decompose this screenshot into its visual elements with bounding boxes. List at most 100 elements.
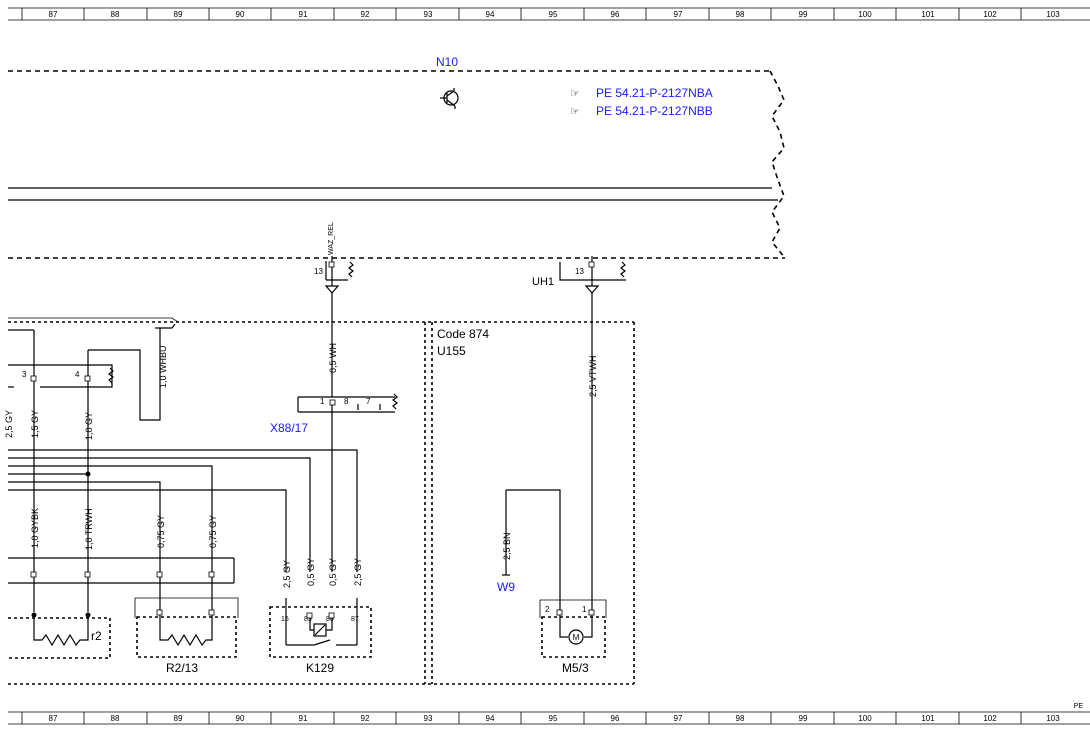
bus-lines <box>8 449 358 572</box>
ruler-bottom-102: 102 <box>983 714 997 723</box>
ruler-top-96: 96 <box>611 10 620 19</box>
reference-link-nba[interactable]: PE 54.21-P-2127NBA <box>596 86 713 100</box>
pin-13b-label: 13 <box>575 267 584 276</box>
ruler-top-97: 97 <box>674 10 683 19</box>
wire-2-5-gy-a: 2,5 GY <box>282 560 292 588</box>
ruler-top-87: 87 <box>49 10 58 19</box>
reference-links[interactable]: ☞ PE 54.21-P-2127NBA ☞ PE 54.21-P-2127NB… <box>570 86 713 118</box>
n10-label: N10 <box>436 55 458 69</box>
ruler-bottom-100: 100 <box>858 714 872 723</box>
m5-3-label: M5/3 <box>562 661 589 675</box>
k129-pin-85: 85 <box>304 616 312 623</box>
svg-text:1,0 GY: 1,0 GY <box>84 412 94 440</box>
r2-resistor[interactable]: r2 <box>8 612 111 659</box>
bottom-ruler: 87 88 89 90 91 92 93 94 95 96 97 98 99 1… <box>8 703 1090 725</box>
r2-label: r2 <box>91 629 102 643</box>
hand-pointer-icon: ☞ <box>570 106 580 118</box>
pin-13a-label: 13 <box>314 267 323 276</box>
wire-2-5-gy-b: 2,5 GY <box>353 558 363 586</box>
wire-2-5-gy-left: 2,5 GY <box>4 410 14 438</box>
wire-0-5-gy-b: 0,5 GY <box>328 558 338 586</box>
u155-label: U155 <box>437 344 466 358</box>
reference-link-nbb[interactable]: PE 54.21-P-2127NBB <box>596 104 713 118</box>
pin-4-label: 4 <box>75 370 80 379</box>
ruler-top-90: 90 <box>236 10 245 19</box>
transistor-icon <box>440 88 459 109</box>
ruler-top-95: 95 <box>549 10 558 19</box>
r2-13-label: R2/13 <box>166 661 198 675</box>
ruler-top-91: 91 <box>299 10 308 19</box>
wire-2-5-bn: 2,5 BN <box>502 532 512 560</box>
pin-3-label: 3 <box>22 370 27 379</box>
x88-pin-1: 1 <box>320 397 325 406</box>
ruler-bottom-91: 91 <box>299 714 308 723</box>
ruler-bottom-101: 101 <box>921 714 935 723</box>
svg-text:0,5 WH: 0,5 WH <box>328 343 338 373</box>
ruler-bottom-87: 87 <box>49 714 58 723</box>
lower-connector-block <box>8 540 235 612</box>
left-connector-block: 3 4 <box>8 323 176 421</box>
wire-1-0-trwh: 1,0 TRWH <box>84 508 94 550</box>
ruler-bottom-90: 90 <box>236 714 245 723</box>
k129-label: K129 <box>306 661 334 675</box>
ruler-top-101: 101 <box>921 10 935 19</box>
ruler-top-102: 102 <box>983 10 997 19</box>
ruler-bottom-94: 94 <box>486 714 495 723</box>
ruler-top-94: 94 <box>486 10 495 19</box>
ruler-top-88: 88 <box>111 10 120 19</box>
ruler-bottom-97: 97 <box>674 714 683 723</box>
k129-pin-15: 15 <box>281 616 289 623</box>
hand-pointer-icon: ☞ <box>570 88 580 100</box>
ruler-corner-label: PE <box>1074 703 1084 710</box>
ruler-top-103: 103 <box>1046 10 1060 19</box>
ruler-top-89: 89 <box>174 10 183 19</box>
x88-pin-8: 8 <box>344 397 349 406</box>
w9-label: W9 <box>497 580 515 594</box>
wire-1-5-gy: 1,5 GY <box>30 381 40 572</box>
k129-pin-87: 87 <box>351 616 359 623</box>
n10-control-unit[interactable]: N10 ☞ PE 54.21-P-2127NBA ☞ PE 54.21-P-21… <box>8 55 786 259</box>
wire-1-0-gybk: 1,0 GYBK <box>30 508 40 548</box>
ruler-top-98: 98 <box>736 10 745 19</box>
w9-ground: 2,5 BN W9 <box>497 489 561 610</box>
waz-rel-connector: WAZ_REL 13 <box>314 222 354 294</box>
ruler-bottom-89: 89 <box>174 714 183 723</box>
ruler-top-100: 100 <box>858 10 872 19</box>
ruler-bottom-93: 93 <box>424 714 433 723</box>
wire-0-5-gy-a: 0,5 GY <box>306 558 316 586</box>
svg-text:1,0 WHBU: 1,0 WHBU <box>158 345 168 388</box>
waz-rel-label: WAZ_REL <box>328 222 335 255</box>
svg-text:1,5 GY: 1,5 GY <box>30 410 40 438</box>
top-ruler: 87 88 89 90 91 92 93 94 95 96 97 98 99 1… <box>8 7 1090 21</box>
ruler-bottom-92: 92 <box>361 714 370 723</box>
ruler-bottom-103: 103 <box>1046 714 1060 723</box>
ruler-top-92: 92 <box>361 10 370 19</box>
k129-relay[interactable]: 15 85 86 87 K129 <box>269 598 372 675</box>
svg-text:2,5 GY: 2,5 GY <box>4 410 14 438</box>
k129-pin-86: 86 <box>326 616 334 623</box>
ruler-top-93: 93 <box>424 10 433 19</box>
ruler-bottom-88: 88 <box>111 714 120 723</box>
wire-2-5-vtwh: 2,5 VTWH <box>588 293 598 610</box>
ruler-bottom-96: 96 <box>611 714 620 723</box>
ruler-top-99: 99 <box>799 10 808 19</box>
r2-13-resistor[interactable]: R2/13 <box>134 597 239 675</box>
ruler-bottom-98: 98 <box>736 714 745 723</box>
x88-pin-7: 7 <box>366 397 371 406</box>
m5-3-motor[interactable]: 2 1 M M5/3 <box>539 599 607 675</box>
main-harness-box <box>8 317 635 685</box>
ruler-bottom-95: 95 <box>549 714 558 723</box>
x88-17-connector: 1 8 7 X88/17 <box>270 393 398 572</box>
motor-icon: M <box>573 633 580 642</box>
wire-0-75-gy-a: 0,75 GY <box>156 515 166 548</box>
wire-0-75-gy-b: 0,75 GY <box>208 515 218 548</box>
svg-text:2,5 VTWH: 2,5 VTWH <box>588 355 598 397</box>
x88-17-label: X88/17 <box>270 421 308 435</box>
m5-3-pin-1: 1 <box>582 605 587 614</box>
m5-3-pin-2: 2 <box>545 605 550 614</box>
ruler-bottom-99: 99 <box>799 714 808 723</box>
wire-1-0-whbu: 1,0 WHBU <box>158 345 168 388</box>
uh1-label: UH1 <box>532 276 554 288</box>
wire-0-5-wh: 0,5 WH <box>328 293 338 397</box>
